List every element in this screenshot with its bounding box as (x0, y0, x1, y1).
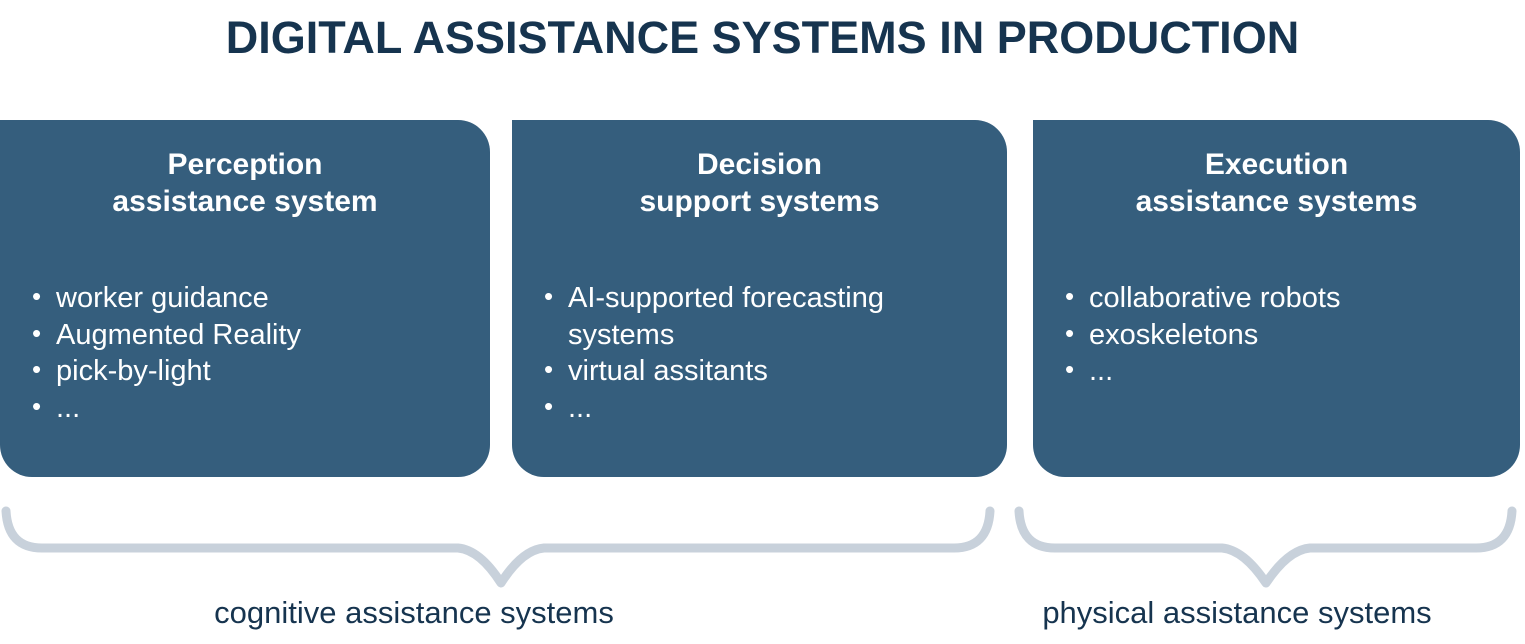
bullet-icon: • (1065, 354, 1075, 385)
list-item-label: ... (1089, 355, 1114, 388)
list-item: • AI-supported forecasting systems (544, 280, 999, 353)
bullet-icon: • (32, 317, 42, 348)
box-perception-assistance-system: Perception assistance system • worker gu… (0, 120, 490, 477)
list-item: • ... (544, 390, 999, 427)
box-execution-assistance-systems: Execution assistance systems • collabora… (1033, 120, 1520, 477)
bullet-icon: • (32, 281, 42, 311)
list-item-label: virtual assitants (568, 355, 768, 388)
cognitive-group-brace-icon (1, 506, 995, 588)
physical-group-label: physical assistance systems (1042, 595, 1432, 630)
box-heading: Decision support systems (639, 148, 880, 218)
box-heading: Perception assistance system (112, 148, 378, 218)
list-item-label: worker guidance (56, 282, 269, 314)
bullet-list: • collaborative robots • exoskeletons • … (1065, 280, 1512, 390)
list-item: • worker guidance (32, 280, 482, 317)
bullet-icon: • (544, 281, 554, 311)
list-item-label: collaborative robots (1089, 282, 1341, 314)
list-item-label: pick-by-light (56, 355, 211, 388)
bullet-icon: • (32, 390, 42, 421)
cognitive-group-label: cognitive assistance systems (214, 595, 614, 630)
bullet-icon: • (1065, 317, 1075, 348)
list-item: • ... (1065, 353, 1512, 390)
list-item: • exoskeletons (1065, 317, 1512, 354)
list-item-label: exoskeletons (1089, 318, 1259, 351)
box-decision-support-systems: Decision support systems • AI-supported … (512, 120, 1007, 477)
list-item-label: ... (568, 391, 593, 424)
bullet-icon: • (1065, 281, 1075, 311)
page-title: DIGITAL ASSISTANCE SYSTEMS IN PRODUCTION (225, 12, 1300, 63)
physical-group-brace-icon (1014, 506, 1517, 588)
box-heading: Execution assistance systems (1135, 148, 1418, 218)
list-item-label: AI-supported forecasting systems (568, 282, 884, 351)
list-item: • pick-by-light (32, 353, 482, 390)
list-item-label: Augmented Reality (56, 318, 302, 351)
bullet-list: • worker guidance • Augmented Reality • … (32, 280, 482, 426)
bullet-list: • AI-supported forecasting systems • vir… (544, 280, 999, 426)
list-item: • Augmented Reality (32, 317, 482, 354)
list-item: • collaborative robots (1065, 280, 1512, 317)
bullet-icon: • (32, 354, 42, 385)
list-item: • virtual assitants (544, 353, 999, 390)
list-item: • ... (32, 390, 482, 427)
bullet-icon: • (544, 354, 554, 385)
list-item-label: ... (56, 391, 81, 424)
bullet-icon: • (544, 390, 554, 421)
